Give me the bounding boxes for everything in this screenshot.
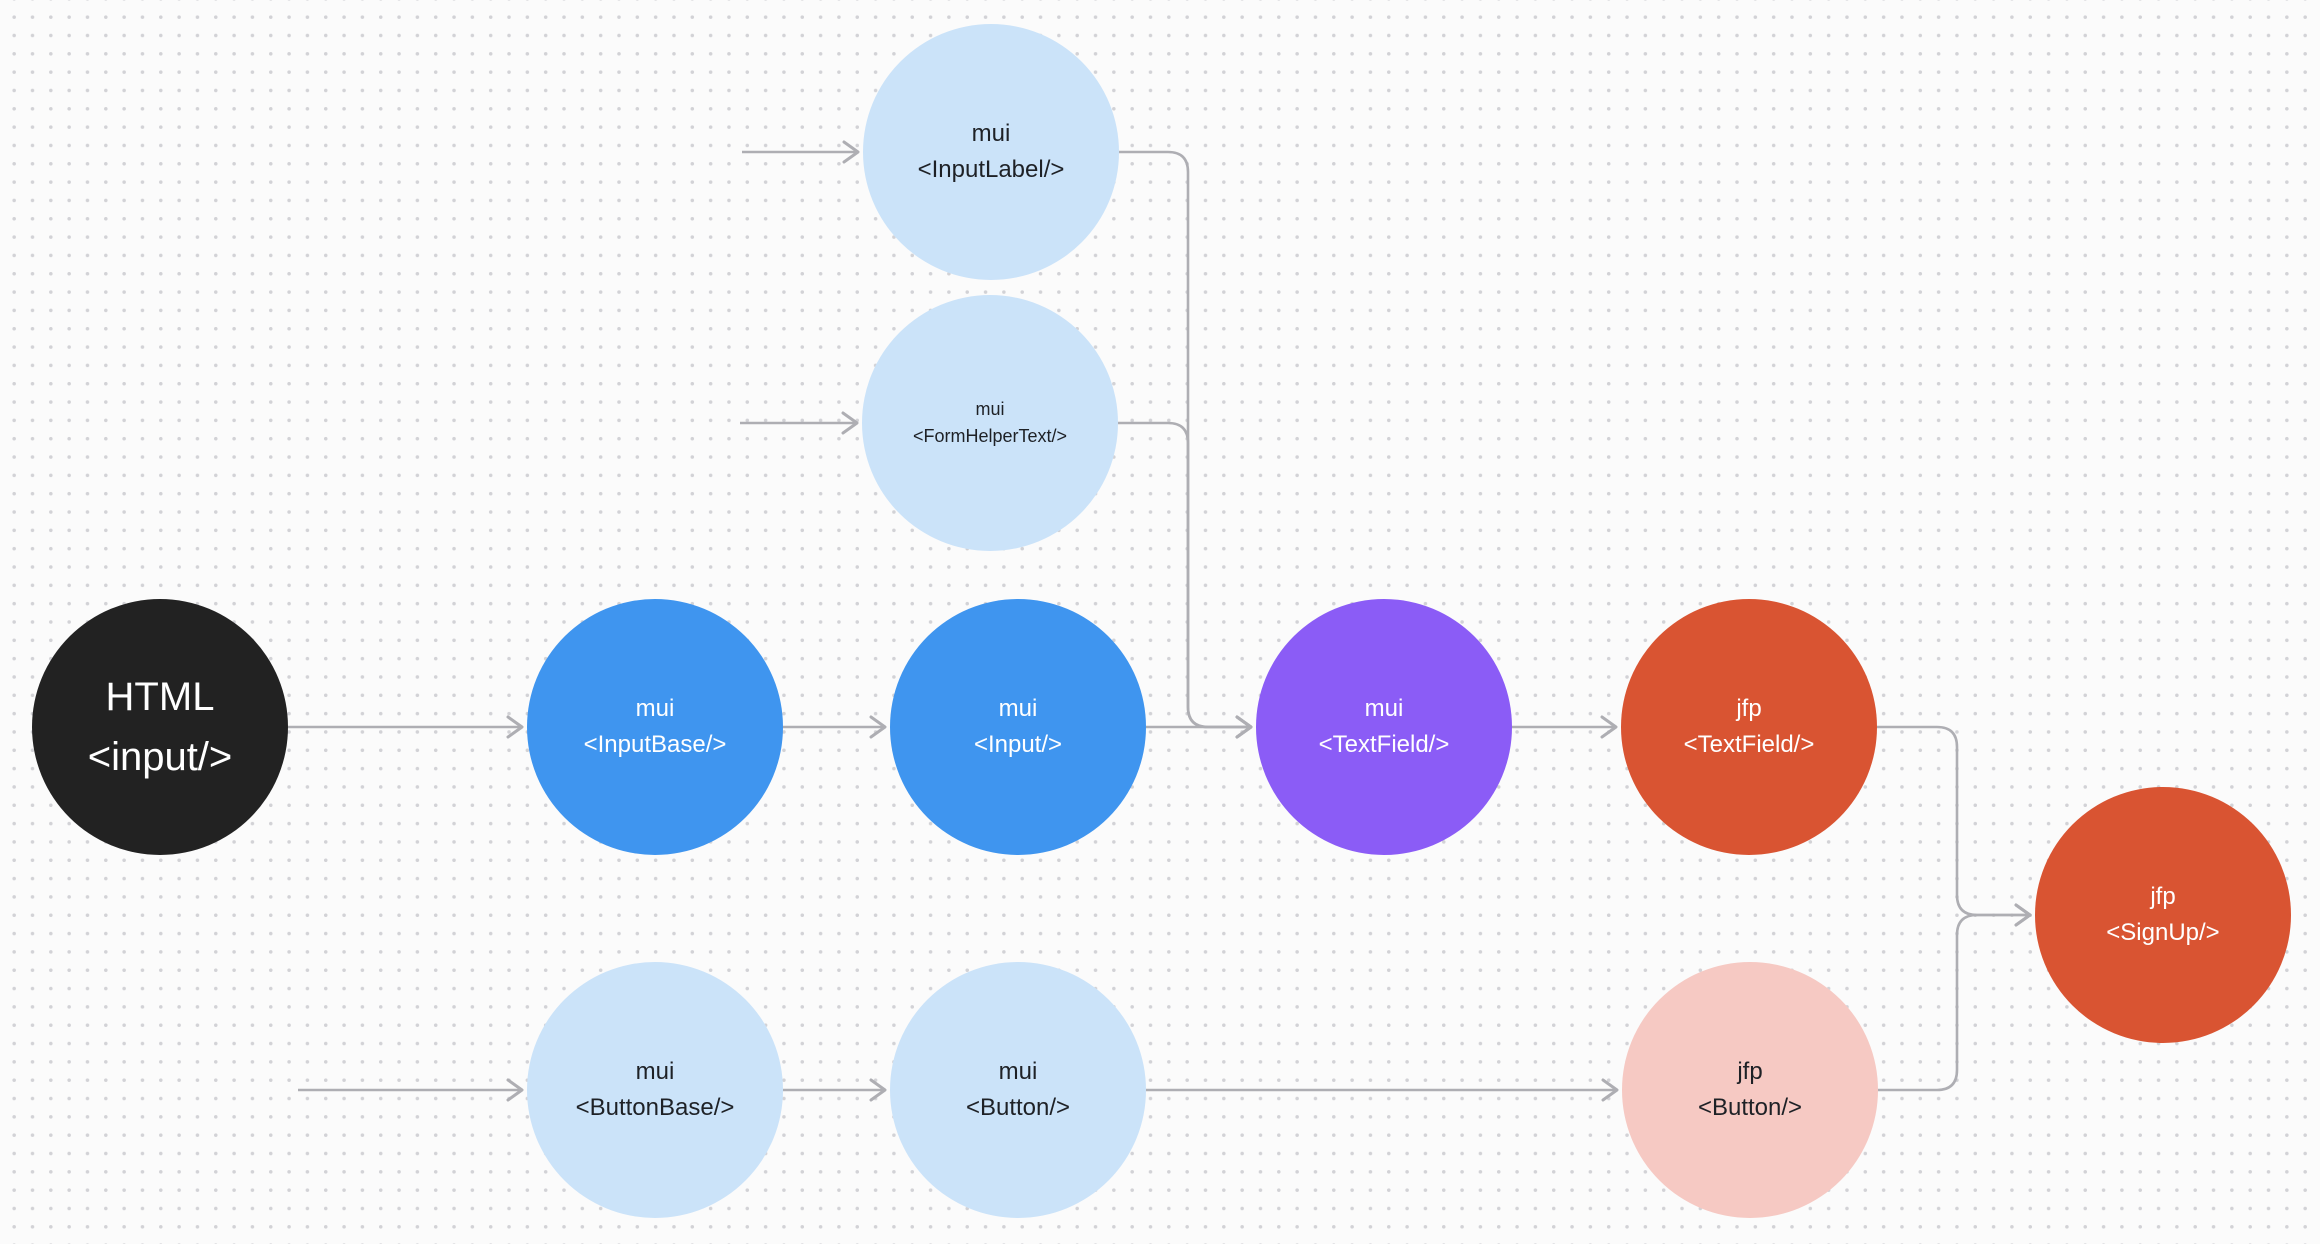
node-jfp-sign-up[interactable]: jfp <SignUp/> [2035,787,2291,1043]
node-label-component: <Button/> [965,1094,1071,1121]
node-label-library: HTML [105,675,215,719]
node-label-library: jfp [1736,695,1762,722]
node-label-component: <InputLabel/> [917,156,1065,183]
node-mui-text-field[interactable]: mui <TextField/> [1256,599,1512,855]
node-label-library: jfp [2150,883,2176,910]
node-jfp-button[interactable]: jfp <Button/> [1622,962,1878,1218]
edge-mui-input-label-to-mui-text-field [1119,150,1253,739]
node-label-library: mui [998,1058,1038,1085]
node-label-component: <TextField/> [1683,731,1815,758]
node-mui-button[interactable]: mui <Button/> [890,962,1146,1218]
node-label-library: mui [998,695,1038,722]
node-label-component: <ButtonBase/> [575,1094,735,1121]
edge-mui-form-helper-text-to-mui-text-field [1118,421,1253,739]
node-label-library: mui [635,695,675,722]
node-jfp-text-field[interactable]: jfp <TextField/> [1621,599,1877,855]
node-mui-button-base[interactable]: mui <ButtonBase/> [527,962,783,1218]
node-label-library: mui [635,1058,675,1085]
node-label-component: <InputBase/> [583,731,727,758]
node-label-component: <SignUp/> [2106,919,2220,946]
node-html-input[interactable]: HTML <input/> [32,599,288,855]
node-label-component: <input/> [87,735,233,779]
node-label-component: <FormHelperText/> [912,426,1068,446]
node-label-component: <Button/> [1697,1094,1803,1121]
node-label-library: jfp [1737,1058,1763,1085]
node-mui-input[interactable]: mui <Input/> [890,599,1146,855]
node-mui-form-helper-text[interactable]: mui <FormHelperText/> [862,295,1118,551]
node-label-component: <TextField/> [1318,731,1450,758]
node-label-library: mui [971,120,1011,147]
edge-jfp-button-to-jfp-sign-up [1878,903,2032,1092]
node-label-library: mui [975,399,1005,419]
node-mui-input-label[interactable]: mui <InputLabel/> [863,24,1119,280]
node-label-library: mui [1364,695,1404,722]
node-mui-input-base[interactable]: mui <InputBase/> [527,599,783,855]
node-label-component: <Input/> [973,731,1063,758]
edge-jfp-text-field-to-jfp-sign-up [1877,725,2032,927]
